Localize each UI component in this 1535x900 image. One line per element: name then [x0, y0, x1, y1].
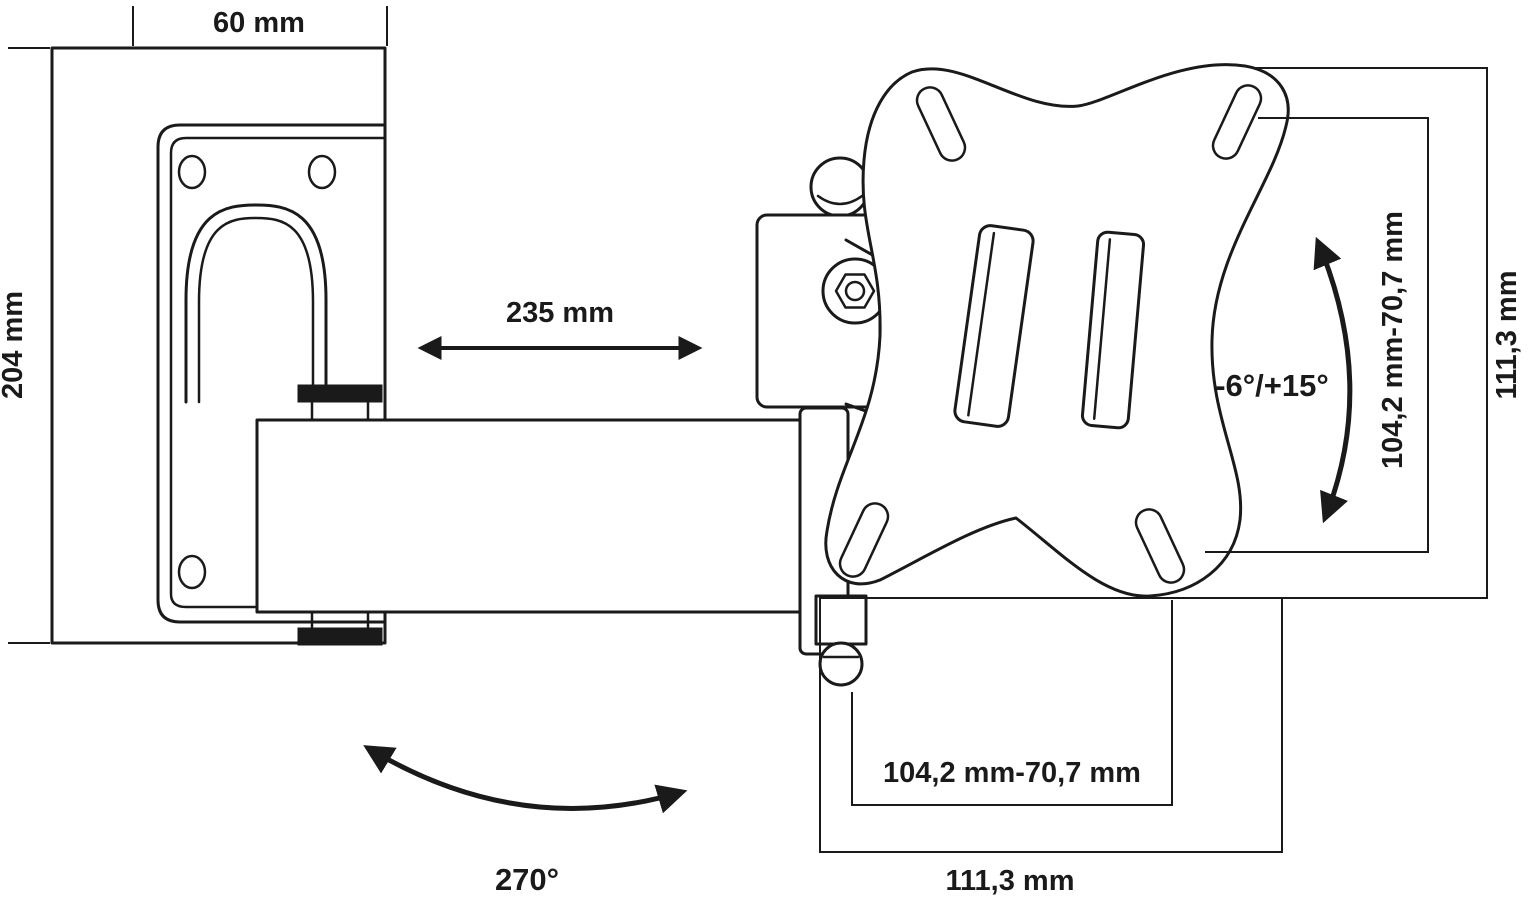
pivot-bolt-head	[818, 641, 864, 687]
label-vesa-range-bottom: 104,2 mm-70,7 mm	[883, 757, 1141, 789]
arm-body	[255, 418, 802, 614]
label-width-top: 60 mm	[213, 7, 305, 39]
pivot-bolt	[814, 594, 868, 687]
label-swivel-range: 270°	[495, 862, 559, 897]
dim-ext-left-height	[8, 47, 50, 644]
tilt-rotation-arrow	[1313, 236, 1353, 524]
dim-box-vesa-right	[1205, 117, 1429, 553]
dim-ext-top-width	[132, 6, 388, 46]
label-plate-width-bottom: 111,3 mm	[946, 865, 1075, 897]
vesa-plate-outline	[824, 63, 1290, 598]
hinge-knuckle-bottom	[297, 627, 383, 646]
swivel-rotation-arrow	[363, 745, 688, 814]
tilt-knob-detail	[816, 194, 864, 206]
wall-plate-lip	[169, 136, 387, 609]
hinge-pin-bottom	[310, 610, 370, 630]
tilt-mechanism	[755, 156, 954, 444]
hinge-knuckle-top	[297, 384, 383, 403]
label-plate-height-right: 111,3 mm	[1491, 271, 1523, 400]
label-vesa-range-right: 104,2 mm-70,7 mm	[1377, 211, 1409, 469]
label-height-left: 204 mm	[0, 291, 29, 399]
label-tilt-range: -6°/+15°	[1215, 368, 1329, 403]
wall-bracket	[50, 46, 387, 645]
cable-arch-outer	[184, 203, 328, 404]
cable-arch-inner	[197, 216, 315, 404]
labels: 60 mm 204 mm 235 mm -6°/+15° 104,2 mm-70…	[0, 7, 1523, 897]
tilt-bolt-center	[844, 280, 866, 302]
screw-hole-top-left	[177, 154, 207, 190]
vesa-slot-top-left	[915, 86, 967, 162]
pivot-bolt-shaft	[814, 594, 868, 646]
vesa-center-slot-left	[953, 224, 1035, 428]
vesa-center-slot-right	[1080, 230, 1146, 430]
screw-hole-top-right	[307, 154, 337, 190]
mounting-arm	[255, 384, 802, 646]
label-arm-length: 235 mm	[506, 297, 614, 329]
tilt-knob	[809, 156, 871, 218]
vesa-slot-bottom-left	[838, 502, 890, 578]
dimension-lines	[8, 6, 1488, 853]
wall-plate-inner	[156, 123, 387, 624]
vesa-slot-bottom-right	[1134, 508, 1186, 584]
vesa-plate	[824, 63, 1290, 598]
hinge-pin-top	[310, 400, 370, 422]
vesa-slot-top-right	[1211, 84, 1263, 160]
screw-hole-bottom-left	[177, 554, 207, 590]
dim-box-plate-outer	[819, 67, 1488, 853]
wall-plate-outer	[50, 46, 387, 645]
dim-box-vesa-bottom	[851, 600, 1173, 806]
tilt-bolt-hex	[834, 273, 876, 309]
